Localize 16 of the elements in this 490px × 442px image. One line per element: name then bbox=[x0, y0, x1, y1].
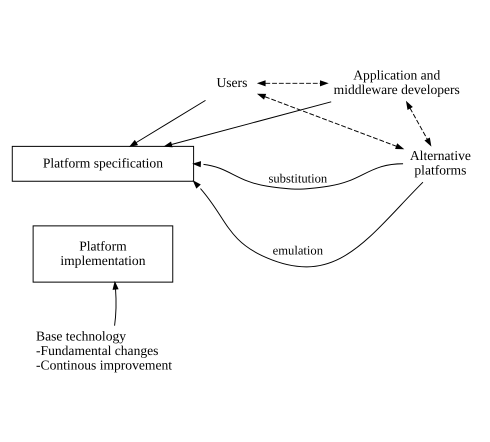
arrow bbox=[256, 80, 329, 86]
arrow bbox=[163, 101, 332, 148]
node-text: Application and middleware developers bbox=[334, 68, 460, 98]
arrow bbox=[192, 161, 404, 190]
edge-label: emulation bbox=[272, 243, 324, 258]
node-text: Users bbox=[216, 74, 248, 90]
arrow bbox=[128, 100, 206, 147]
arrow bbox=[192, 180, 424, 268]
node-box: Platform specification bbox=[12, 146, 194, 182]
node-text: Alternative platforms bbox=[410, 148, 471, 178]
node-box: Platform implementation bbox=[32, 225, 174, 283]
edge-label: substitution bbox=[268, 172, 328, 186]
arrow bbox=[112, 280, 119, 326]
node-text: Base technology -Fundamental changes -Continous improvement bbox=[36, 328, 172, 373]
arrow bbox=[406, 100, 432, 147]
arrow bbox=[256, 94, 404, 150]
